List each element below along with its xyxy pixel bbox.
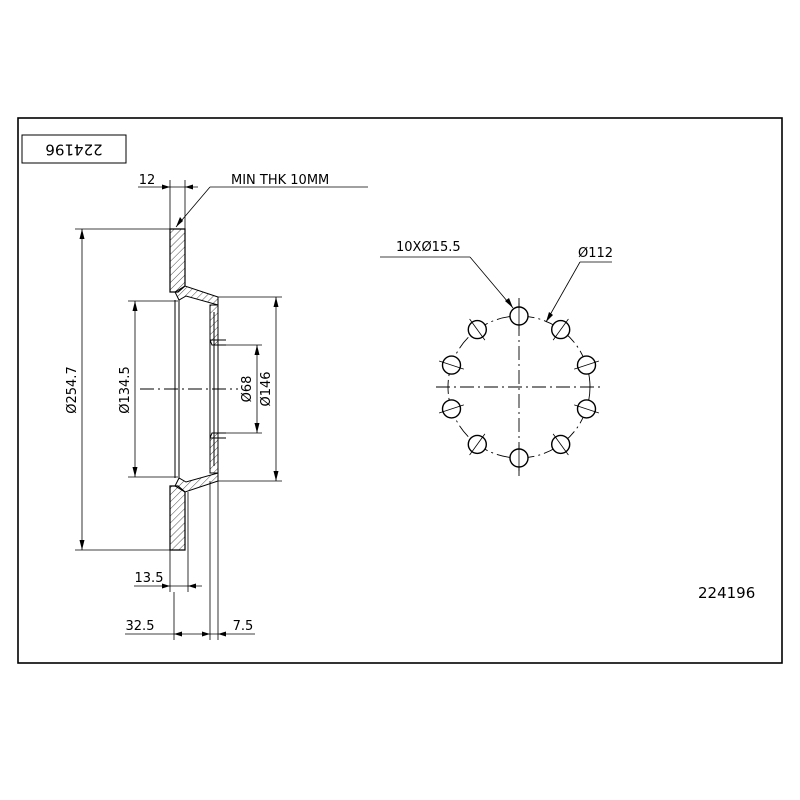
bolt-hole (509, 303, 529, 329)
bolt-hole (438, 355, 464, 375)
disc-thickness-label: 12 (139, 173, 156, 188)
section-view: Ø254.7 Ø134.5 Ø68 Ø146 12 MIN THK 10MM (65, 173, 368, 640)
bolt-holes (438, 303, 600, 471)
bolt-hole (509, 445, 529, 471)
flange-thickness-label: 7.5 (233, 619, 254, 634)
offset-label: 13.5 (135, 571, 164, 586)
bolt-hole (574, 399, 600, 419)
bolt-circle (447, 315, 591, 459)
bolt-hole (467, 433, 487, 456)
title-box: 224196 (21, 134, 127, 164)
disc-section-upper (169, 228, 186, 293)
front-view: 10XØ15.5 Ø112 (380, 240, 613, 476)
bolt-hole (574, 355, 600, 375)
disc-section-lower (169, 485, 186, 551)
bolt-hole-note: 10XØ15.5 (396, 240, 461, 255)
total-height-label: 32.5 (126, 619, 155, 634)
hat-diameter-label: Ø146 (259, 371, 274, 406)
bolt-hole (551, 318, 571, 341)
bolt-hole (551, 433, 571, 456)
outer-diameter-label: Ø254.7 (65, 366, 80, 413)
hat-wall-lower (174, 472, 219, 493)
min-thickness-note: MIN THK 10MM (231, 173, 329, 188)
bolt-circle-note: Ø112 (578, 246, 613, 261)
drawing-frame (17, 117, 783, 664)
hub-diameter-label: Ø134.5 (118, 366, 133, 413)
hat-wall-upper (174, 285, 219, 306)
part-number-label: 224196 (698, 584, 755, 602)
bolt-hole (467, 318, 487, 341)
center-bore-label: Ø68 (240, 376, 255, 403)
bolt-hole (438, 399, 464, 419)
title-box-text: 224196 (45, 141, 102, 159)
